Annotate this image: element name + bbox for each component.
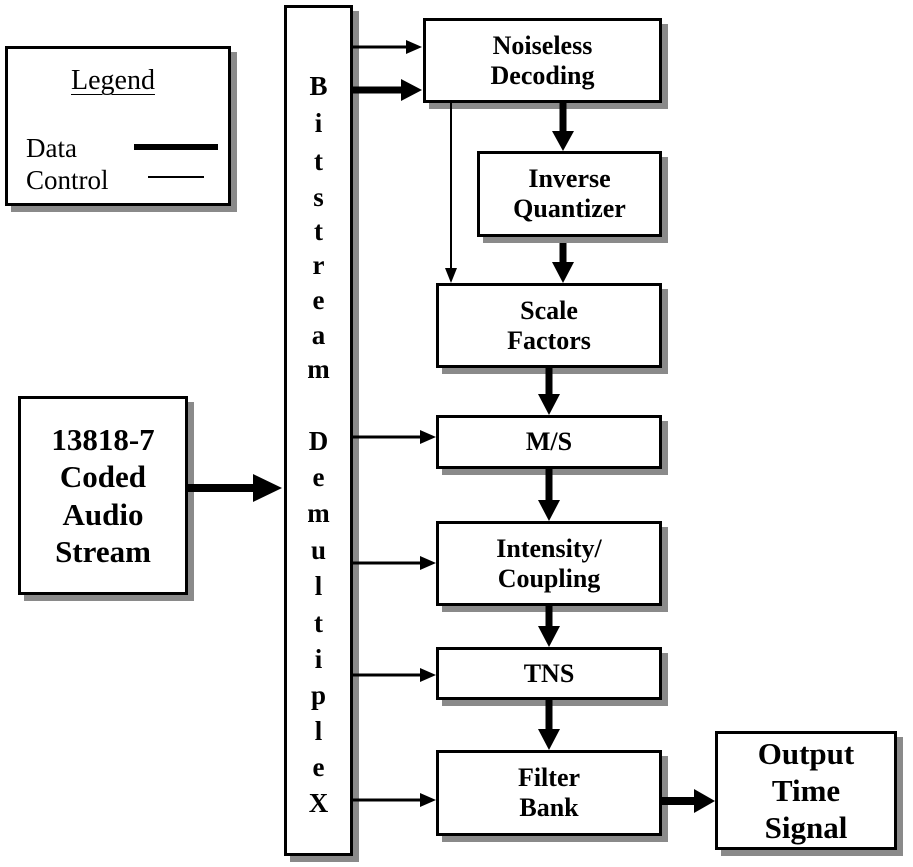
data-arrow-inversequantizer-to-scalefactors — [552, 243, 574, 283]
demux-letter: B — [309, 71, 328, 101]
output-line: Output — [757, 735, 855, 771]
block-label: Factors — [507, 325, 591, 355]
intensity-coupling-box: Intensity/ Coupling — [436, 521, 662, 606]
noiseless-decoding-box: Noiseless Decoding — [423, 18, 662, 103]
demux-letter: l — [314, 571, 323, 601]
block-label: Inverse — [528, 164, 611, 194]
output-time-signal-box: Output Time Signal — [715, 731, 897, 850]
block-label: Scale — [520, 295, 578, 325]
input-line: Audio — [62, 496, 144, 532]
data-arrow-filterbank-to-output — [662, 789, 715, 813]
demux-letter: p — [310, 680, 327, 710]
demux-letter: X — [308, 788, 329, 818]
scale-factors-box: Scale Factors — [436, 283, 662, 368]
demux-letter: e — [312, 285, 325, 315]
demux-letter: t — [314, 608, 323, 638]
input-line: 13818-7 — [51, 422, 155, 458]
legend-label-control: Control — [26, 165, 109, 195]
demux-letter: a — [311, 320, 326, 350]
control-arrow-noiseless-to-scalefactors — [445, 103, 457, 283]
control-arrow-demux-to-noiseless — [353, 40, 422, 54]
demux-letter: t — [314, 146, 323, 176]
block-label: Decoding — [490, 60, 595, 90]
demux-letter: e — [312, 752, 325, 782]
legend-line-control — [148, 176, 204, 178]
block-label: Bank — [519, 793, 579, 822]
control-arrow-demux-to-tns — [353, 668, 436, 682]
block-label: TNS — [523, 658, 575, 688]
demux-letter: i — [314, 108, 323, 138]
demux-letter: t — [314, 216, 323, 246]
data-arrow-ms-to-intensity — [538, 469, 560, 521]
control-arrow-demux-to-intensity — [353, 556, 436, 570]
input-coded-audio-stream-box: 13818-7 Coded Audio Stream — [18, 396, 188, 595]
legend-box: Legend Data Control — [5, 46, 231, 206]
demux-letter: r — [312, 250, 325, 280]
demux-letter: m — [307, 354, 330, 384]
bitstream-demultiplexer: B i t s t r e a m D e m u l t i p l e X — [284, 5, 353, 856]
block-label: Filter — [517, 763, 581, 793]
data-arrow-intensity-to-tns — [538, 606, 560, 647]
input-line: Coded — [59, 459, 147, 495]
block-label: Quantizer — [513, 194, 626, 223]
demux-letter: e — [312, 462, 325, 492]
demux-letter: s — [313, 182, 324, 212]
input-line: Stream — [55, 533, 151, 569]
ms-box: M/S — [436, 415, 662, 469]
demux-letter: i — [314, 644, 323, 674]
inverse-quantizer-box: Inverse Quantizer — [477, 151, 662, 237]
control-arrow-demux-to-filterbank — [353, 793, 436, 807]
block-label: Coupling — [497, 563, 601, 593]
demux-letter: D — [308, 426, 329, 456]
block-label: Intensity/ — [496, 533, 602, 563]
output-line: Time — [771, 772, 841, 808]
legend-label-data: Data — [26, 133, 77, 163]
filter-bank-box: Filter Bank — [436, 750, 662, 836]
demux-letter: u — [310, 535, 327, 565]
data-arrow-tns-to-filterbank — [538, 700, 560, 750]
data-arrow-noiseless-to-inversequantizer — [552, 103, 574, 151]
data-arrow-input-to-demux — [188, 474, 282, 502]
demux-letter: m — [307, 498, 330, 528]
demux-letter: l — [314, 716, 323, 746]
legend-title: Legend — [71, 65, 155, 96]
data-arrow-demux-to-noiseless — [353, 79, 422, 101]
control-arrow-demux-to-ms — [353, 430, 436, 444]
output-line: Signal — [764, 810, 848, 846]
tns-box: TNS — [436, 647, 662, 700]
data-arrow-scalefactors-to-ms — [538, 368, 560, 415]
legend-line-data — [134, 144, 218, 150]
block-label: Noiseless — [492, 30, 593, 60]
block-label: M/S — [525, 427, 573, 457]
